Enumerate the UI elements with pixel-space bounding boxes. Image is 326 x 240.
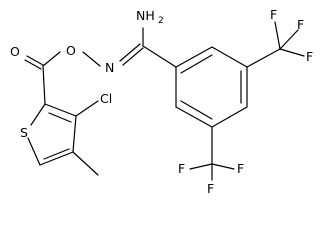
bond-ring-cf3-top [246,48,281,68]
bond-n-c-double-a [119,43,141,62]
bond-n-c-double-b [122,47,144,66]
atom-labels: NH 2 O O N S Cl F F F F F F [10,7,313,196]
bond-ph-5-inner [180,100,213,120]
bond-c4-methyl [72,151,99,176]
bond-c-oester [42,51,61,67]
atom-fluorine-bottom-left: F [178,161,185,176]
bond-cf3-top-f3 [279,48,305,57]
chemical-structure: NH 2 O O N S Cl F F F F F F [10,7,313,196]
bond-carbonyl-double-a [26,55,44,66]
atom-fluorine-top-right: F [297,17,304,32]
molecule-drawing: NH 2 O O N S Cl F F F F F F [10,7,313,196]
bond-ph-1-inner [180,54,213,74]
bond-carbonyl-double-b [24,59,42,70]
bond-c3-cl [75,100,99,117]
bond-ph-4 [211,106,248,128]
atom-nh2-subscript: 2 [158,16,164,26]
bond-c2-s [30,103,46,126]
atom-fluorine-top-far-right: F [306,49,313,64]
atom-oxygen-carbonyl: O [10,44,20,59]
bond-c4-c3 [72,115,77,153]
bond-c5-c4-inner [43,148,70,160]
bond-c-phenyl [142,45,177,68]
atom-sulfur: S [20,125,28,140]
bonds [24,21,305,181]
bond-cf3-bot-f1 [189,163,213,170]
bond-c5-c4 [39,151,74,166]
bond-c3-c2 [44,103,77,117]
bond-s-c5 [27,137,41,166]
bond-cf3-top-f2 [279,29,299,50]
bond-ph-1 [175,46,213,68]
bond-c-thiophene [42,65,46,105]
bond-ph-2 [211,46,248,68]
bond-ph-5 [175,106,213,128]
atom-chlorine: Cl [100,91,112,106]
bond-cf3-bot-f2 [211,163,235,170]
bond-cf3-top-f1 [274,21,281,50]
atom-fluorine-bottom-right: F [237,161,244,176]
atom-nh2-label: NH [136,8,155,23]
bond-c3-c2-inner [48,112,72,123]
atom-oxygen-ester: O [66,43,76,58]
bond-o-n [82,51,101,67]
atom-fluorine-top-left: F [270,7,277,22]
atom-nitrogen-oxime: N [105,60,114,75]
atom-fluorine-bottom-center: F [207,181,214,196]
